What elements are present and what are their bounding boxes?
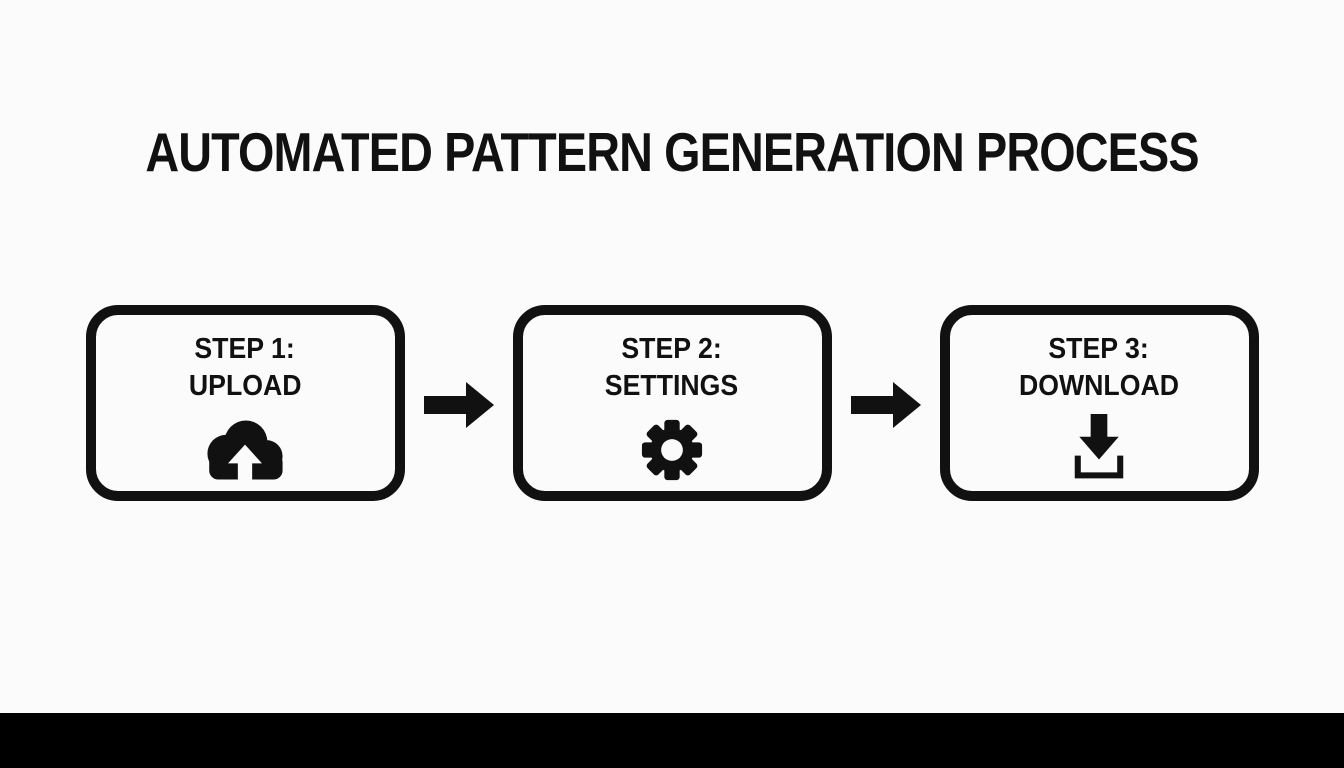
footer-bar	[0, 713, 1344, 768]
step-label-line2: SETTINGS	[605, 370, 739, 402]
gear-icon	[640, 409, 704, 491]
step-label-line1: STEP 3:	[1048, 333, 1150, 365]
step-label-line1: STEP 1:	[194, 333, 296, 365]
step-box-settings: STEP 2: SETTINGS	[512, 305, 832, 501]
page-title: AUTOMATED PATTERN GENERATION PROCESS	[145, 121, 1199, 183]
cloud-upload-icon	[200, 409, 290, 491]
right-arrow-icon	[850, 382, 921, 428]
step-box-download: STEP 3: DOWNLOAD	[939, 305, 1259, 501]
download-icon	[1061, 409, 1137, 491]
step-box-upload: STEP 1: UPLOAD	[85, 305, 405, 501]
step-label-line2: UPLOAD	[188, 370, 302, 402]
step-label-line1: STEP 2:	[621, 333, 723, 365]
right-arrow-icon	[423, 382, 494, 428]
step-label-line2: DOWNLOAD	[1018, 370, 1180, 402]
flow-diagram: STEP 1: UPLOAD STEP 2:	[0, 305, 1344, 501]
